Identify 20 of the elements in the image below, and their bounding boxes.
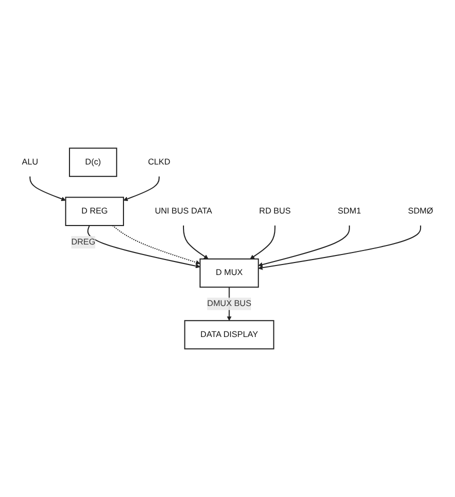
node-text: CLKD [148, 158, 170, 166]
node-box: D MUX [200, 258, 259, 288]
arrow [258, 226, 350, 267]
node-box: D(c) [68, 148, 118, 177]
node-box: D REG [65, 196, 124, 226]
arrow [123, 176, 160, 202]
edge-label: DMUX BUS [207, 299, 252, 308]
node-text: SDM1 [338, 206, 362, 216]
node-box: DATA DISPLAY [184, 320, 274, 350]
arrow [250, 226, 276, 260]
edge-label: DREG [71, 238, 96, 246]
arrow [112, 225, 200, 265]
arrow [29, 176, 66, 202]
arrow [258, 226, 422, 270]
arrow [182, 226, 208, 260]
node-text: UNI BUS DATA [154, 206, 212, 216]
node-text: SDMØ [408, 206, 434, 216]
node-text: ALU [22, 158, 38, 166]
arrow [87, 225, 200, 268]
node-text: RD BUS [259, 206, 291, 216]
